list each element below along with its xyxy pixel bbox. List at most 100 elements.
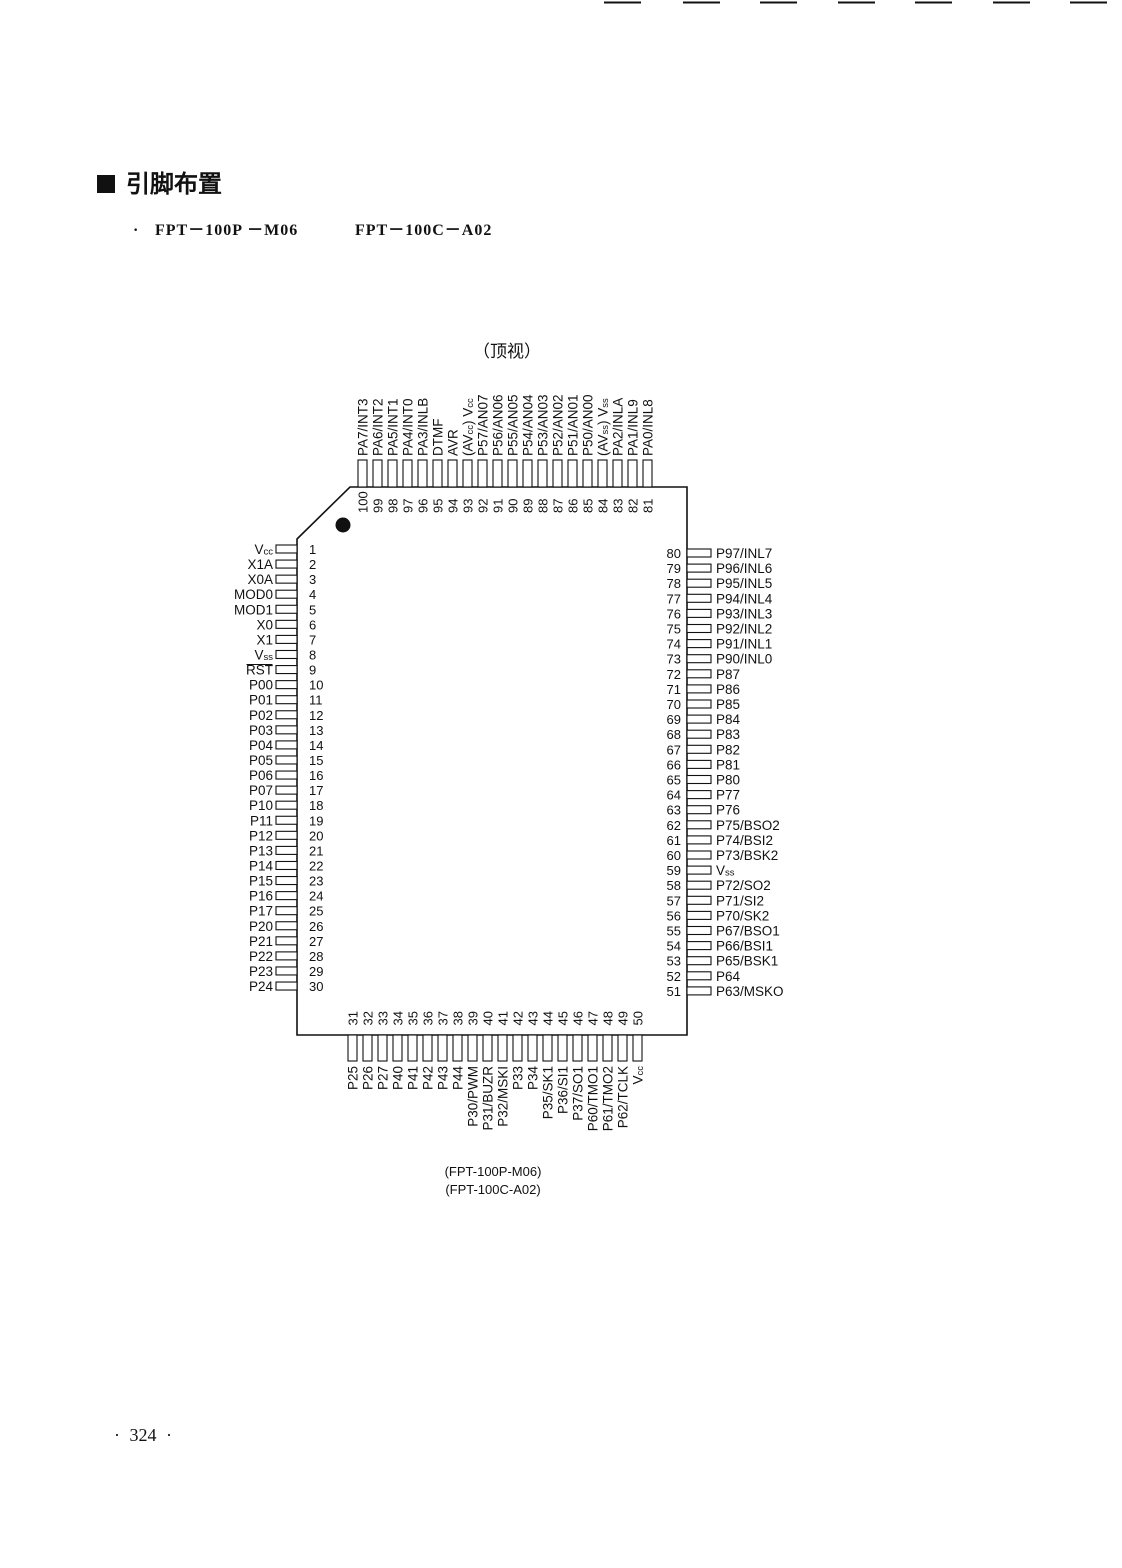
pin-18-lead — [275, 800, 298, 810]
pin-69-number: 69 — [667, 712, 681, 727]
pin-77-lead — [686, 593, 712, 603]
pin-59-lead — [686, 865, 712, 875]
pin-48-label: P61/TMO2 — [600, 1066, 615, 1131]
pin-57-lead — [686, 895, 712, 905]
pin-34-lead — [392, 1034, 403, 1062]
pin-10-label: P00 — [249, 677, 273, 692]
pin-70-label: P85 — [716, 697, 740, 712]
pin-22-label: P14 — [249, 858, 274, 873]
pin-11-label: P01 — [249, 692, 273, 707]
pin-33-number: 33 — [375, 1011, 390, 1025]
pin-31-number: 31 — [345, 1011, 360, 1025]
pin-21-label: P13 — [249, 843, 273, 858]
pin-87-lead — [552, 459, 563, 488]
pin-94-lead — [447, 459, 458, 488]
pin-73-number: 73 — [667, 651, 681, 666]
pin-63-label: P76 — [716, 802, 740, 817]
pin-37-number: 37 — [435, 1011, 450, 1025]
pin-18-label: P10 — [249, 798, 273, 813]
pin-39-number: 39 — [465, 1011, 480, 1025]
pin-45-lead — [557, 1034, 568, 1062]
pin-17-label: P07 — [249, 783, 273, 798]
pin-74-lead — [686, 639, 712, 649]
pin-17-lead — [275, 785, 298, 795]
pin-7-label: X1 — [256, 632, 273, 647]
pin-9-lead — [275, 665, 298, 675]
pin-29-lead — [275, 966, 298, 976]
pin-23-lead — [275, 875, 298, 886]
pin-79-number: 79 — [667, 561, 681, 576]
pin-89-number: 89 — [520, 499, 535, 513]
pin-1-label: Vcc — [254, 542, 273, 558]
pin-56-number: 56 — [667, 908, 681, 923]
pin-20-lead — [275, 830, 298, 840]
pin-45-number: 45 — [555, 1011, 570, 1025]
pin-71-label: P86 — [716, 681, 740, 696]
package-list-bullet: · — [133, 222, 140, 239]
pin-82-number: 82 — [625, 499, 640, 513]
pin-72-number: 72 — [667, 666, 681, 681]
pin-10-number: 10 — [309, 677, 323, 692]
pins-group: PA7/INT3100PA6/INT299PA5/INT198PA4/INT09… — [234, 394, 784, 1131]
pin-22-number: 22 — [309, 858, 323, 873]
pin-76-lead — [686, 608, 712, 618]
pin-32-number: 32 — [360, 1011, 375, 1025]
pin-58-label: P72/SO2 — [716, 878, 771, 893]
pin-88-label: P53/AN03 — [535, 394, 550, 456]
pin-38-number: 38 — [450, 1011, 465, 1025]
pin-100-lead — [357, 459, 368, 488]
pin-92-label: P57/AN07 — [475, 394, 490, 456]
pin-73-label: P90/INL0 — [716, 651, 772, 666]
pin-96-number: 96 — [415, 499, 430, 513]
pin-26-number: 26 — [309, 918, 323, 933]
pin-25-number: 25 — [309, 903, 323, 918]
pin-57-number: 57 — [667, 893, 681, 908]
pin-53-label: P65/BSK1 — [716, 953, 778, 968]
pin-63-number: 63 — [667, 802, 681, 817]
pin-1-number: 1 — [309, 542, 316, 557]
pin-15-number: 15 — [309, 752, 323, 767]
pin-19-label: P11 — [250, 813, 273, 828]
pin-95-lead — [432, 459, 443, 488]
pin-97-lead — [402, 459, 413, 488]
pin-88-lead — [537, 459, 548, 488]
pin-78-number: 78 — [667, 576, 681, 591]
section-heading: 引脚布置 — [126, 170, 222, 198]
pin-12-label: P02 — [249, 707, 273, 722]
pin-8-lead — [275, 649, 298, 660]
pin-55-number: 55 — [667, 923, 681, 938]
package-name-2: FPT－100C－A02 — [355, 222, 493, 239]
pin-94-number: 94 — [445, 499, 460, 513]
pin-98-lead — [387, 459, 398, 488]
pin-30-number: 30 — [309, 979, 323, 994]
pin-86-lead — [567, 459, 578, 488]
pin-52-lead — [686, 971, 712, 981]
pin-93-label: (AVcc) Vcc — [460, 398, 476, 456]
pin-diagram: PA7/INT3100PA6/INT299PA5/INT198PA4/INT09… — [234, 394, 784, 1131]
pin-49-lead — [617, 1034, 628, 1062]
caption-line-2: (FPT-100C-A02) — [445, 1182, 541, 1197]
pin-47-number: 47 — [585, 1011, 600, 1025]
pin-14-number: 14 — [309, 737, 323, 752]
pin-21-lead — [275, 845, 298, 855]
pin-37-label: P43 — [435, 1066, 450, 1090]
pin-82-label: PA1/INL9 — [625, 399, 640, 456]
pin-40-number: 40 — [480, 1011, 495, 1025]
pin-71-number: 71 — [667, 681, 681, 696]
pin-35-label: P41 — [405, 1066, 420, 1090]
pin-15-lead — [275, 755, 298, 765]
pin-68-label: P83 — [716, 727, 740, 742]
pin-72-lead — [686, 669, 712, 679]
pin-1-lead — [275, 544, 298, 554]
pin-100-label: PA7/INT3 — [355, 398, 370, 456]
pin-50-label: Vcc — [630, 1066, 646, 1085]
pin-91-number: 91 — [490, 499, 505, 513]
package-name-1: FPT－100P －M06 — [155, 222, 299, 239]
pin-6-lead — [275, 619, 298, 629]
pin-24-number: 24 — [309, 888, 323, 903]
pin-77-label: P94/INL4 — [716, 591, 773, 606]
pin-64-lead — [686, 790, 712, 800]
view-label: （顶视） — [473, 342, 541, 362]
pin-4-label: MOD0 — [234, 587, 273, 602]
